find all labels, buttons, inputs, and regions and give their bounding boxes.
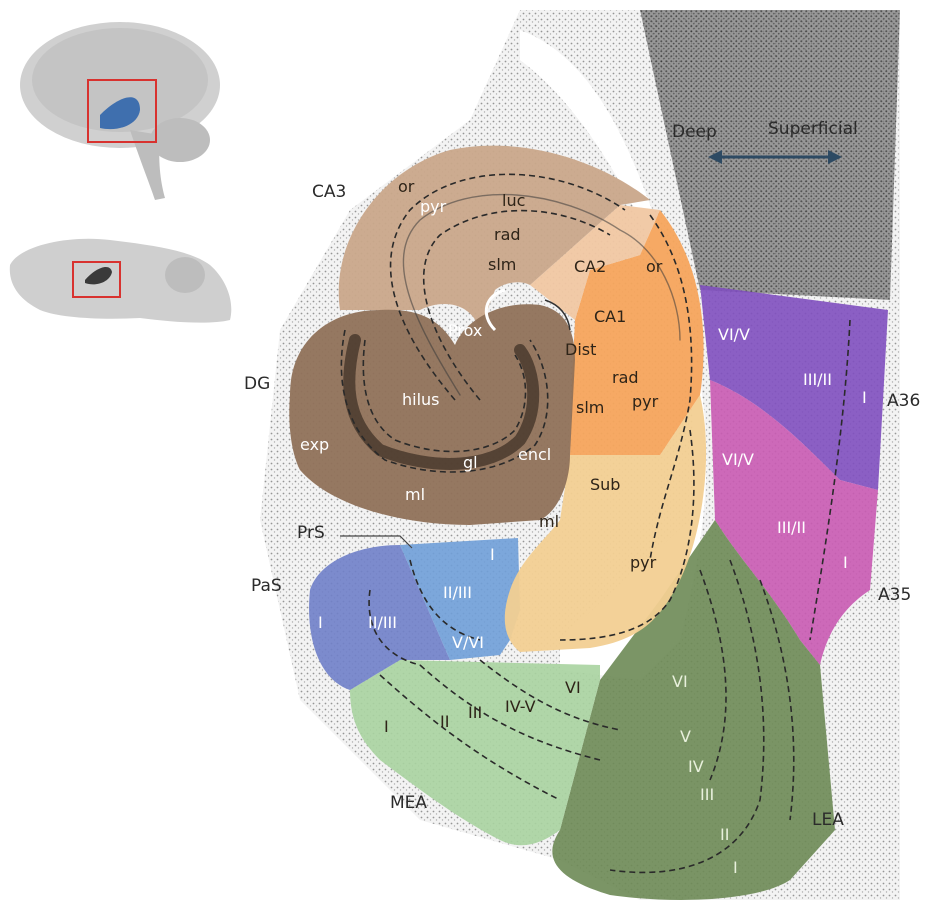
mea-i-label: I: [384, 717, 389, 736]
superficial-label: Superficial: [768, 119, 858, 139]
dg-exp-label: exp: [300, 435, 329, 454]
mea-iii-label: III: [468, 703, 482, 722]
ca1-or-label: or: [646, 257, 663, 276]
prs-ii-iii-label: II/III: [443, 583, 472, 602]
lea-i-label: I: [733, 858, 738, 877]
label-a36: A36: [887, 391, 920, 411]
ca1-pyr-label: pyr: [632, 392, 659, 411]
region-mea: [350, 660, 600, 845]
ca3-slm-label: slm: [488, 255, 516, 274]
label-dg: DG: [244, 374, 270, 394]
label-ca1: CA1: [594, 307, 626, 326]
dg-ml-label: ml: [405, 485, 425, 504]
prs-v-vi-label: V/VI: [452, 633, 484, 652]
mea-vi-label: VI: [565, 678, 581, 697]
ca1-slm-label: slm: [576, 398, 604, 417]
label-prs: PrS: [297, 523, 325, 543]
lea-v-label: V: [680, 727, 691, 746]
prs-i-label: I: [490, 545, 495, 564]
label-ca2: CA2: [574, 257, 606, 276]
a36-vi-v-label: VI/V: [718, 325, 750, 344]
lea-iii-label: III: [700, 785, 714, 804]
mea-ii-label: II: [440, 712, 449, 731]
mea-iv-v-label: IV-V: [505, 697, 536, 716]
sub-ml-label: ml: [539, 512, 559, 531]
ca1-dist-label: Dist: [565, 340, 596, 359]
deep-label: Deep: [672, 122, 717, 142]
label-ca3: CA3: [312, 182, 346, 202]
label-pas: PaS: [251, 576, 282, 596]
pas-i-label: I: [318, 613, 323, 632]
lea-ii-label: II: [720, 825, 729, 844]
label-a35: A35: [878, 585, 911, 605]
sagittal-brain-inset: [20, 22, 220, 200]
a35-vi-v-label: VI/V: [722, 450, 754, 469]
rodent-brain-inset: [10, 239, 232, 323]
a35-i-label: I: [843, 553, 848, 572]
a36-i-label: I: [862, 388, 867, 407]
label-lea: LEA: [812, 810, 844, 830]
a36-iii-ii-label: III/II: [803, 370, 832, 389]
ca1-prox-label: Prox: [448, 321, 482, 340]
label-sub: Sub: [590, 475, 620, 494]
a35-iii-ii-label: III/II: [777, 518, 806, 537]
lea-vi-label: VI: [672, 672, 688, 691]
pas-ii-iii-label: II/III: [368, 613, 397, 632]
dg-encl-label: encl: [518, 445, 551, 464]
dg-gl-label: gl: [463, 453, 478, 472]
dg-hilus-label: hilus: [402, 390, 440, 409]
lea-iv-label: IV: [688, 757, 704, 776]
ca3-luc-label: luc: [502, 191, 525, 210]
ca1-rad-label: rad: [612, 368, 639, 387]
sub-pyr-label: pyr: [630, 553, 657, 572]
ca3-or-label: or: [398, 177, 415, 196]
ca3-rad-label: rad: [494, 225, 521, 244]
ca3-pyr-label: pyr: [420, 197, 447, 216]
label-mea: MEA: [390, 793, 427, 813]
